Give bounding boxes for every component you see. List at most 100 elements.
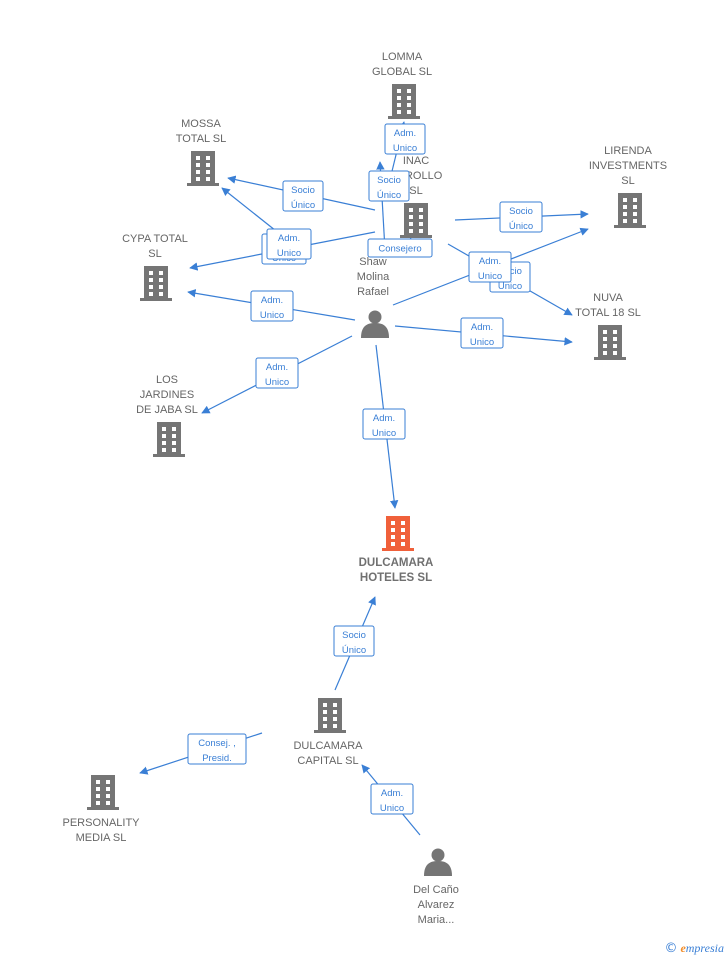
edge-label-e13[interactable]: Adm. Unico — [362, 408, 406, 440]
empresia-brand[interactable]: © empresia — [664, 941, 724, 956]
edge-label-box — [367, 238, 433, 258]
node-label: LOMMA — [382, 51, 423, 63]
edge-label-text: Unico — [265, 377, 289, 388]
edge-label-e16[interactable]: Adm.Unico — [370, 783, 414, 815]
node-personality[interactable]: PERSONALITY MEDIA SL — [62, 775, 140, 844]
edge-label-e5[interactable]: Adm.Unico — [266, 228, 312, 260]
edge-label-box — [255, 357, 299, 389]
main-building-icon — [382, 516, 414, 551]
edge-label-box — [460, 317, 504, 349]
edge-label-text: Unico — [380, 803, 404, 814]
node-label: GLOBAL SL — [372, 66, 432, 78]
edge-label-box — [362, 408, 406, 440]
node-mossa[interactable]: MOSSA TOTAL SL — [176, 118, 227, 186]
node-label: INVESTMENTS — [589, 160, 667, 172]
building-icon — [594, 325, 626, 360]
edge-label-box — [187, 733, 247, 765]
brand-initial: e — [680, 941, 686, 955]
node-label: DE JABA SL — [136, 404, 198, 416]
node-label: DULCAMARA — [293, 740, 363, 752]
building-icon — [614, 193, 646, 228]
edge-label-box — [370, 783, 414, 815]
node-delcano[interactable]: Del CañoAlvarezMaria... — [413, 848, 459, 927]
edge-label-box — [384, 123, 426, 155]
edge-label-text: Único — [342, 645, 366, 656]
edge-label-text: Socio — [342, 630, 366, 641]
edge-label-text: Adm. — [266, 362, 288, 373]
node-label: Rafael — [357, 286, 389, 298]
node-label: PERSONALITY — [62, 817, 140, 829]
edge-label-box — [499, 201, 543, 233]
edge-label-text: Unico — [478, 271, 502, 282]
edge-label-e12[interactable]: Adm. Unico — [255, 357, 299, 389]
edge-label-box — [266, 228, 312, 260]
node-lirenda[interactable]: LIRENDA INVESTMENTS SL — [589, 145, 667, 228]
node-label: NUVA — [593, 292, 623, 304]
node-label: DULCAMARA — [359, 557, 434, 569]
node-label: INAC — [403, 155, 429, 167]
node-label: Alvarez — [418, 899, 455, 911]
node-label: TOTAL SL — [176, 133, 227, 145]
edge-label-text: Unico — [470, 337, 494, 348]
node-lomma[interactable]: LOMMA GLOBAL SL — [372, 51, 432, 119]
edge-label-text: Consej. , — [198, 738, 236, 749]
building-icon — [87, 775, 119, 810]
node-label: SL — [621, 175, 634, 187]
node-dulcamara_capital[interactable]: DULCAMARA CAPITAL SL — [293, 698, 363, 767]
edge-label-text: Único — [291, 200, 315, 211]
edge-label-e15[interactable]: Consej. , Presid. — [187, 733, 247, 765]
edge-label-box — [282, 180, 324, 212]
edge-label-box — [333, 625, 375, 657]
edge-label-box — [250, 290, 294, 322]
edge-label-text: Presid. — [202, 753, 232, 764]
node-dulcamara_hoteles[interactable]: DULCAMARA HOTELES SL — [359, 516, 434, 584]
edge-label-text: Adm. — [479, 256, 501, 267]
edge-label-text: Adm. — [471, 322, 493, 333]
node-label: Molina — [357, 271, 390, 283]
node-label: SL — [148, 248, 161, 260]
edge-label-text: Adm. — [278, 233, 300, 244]
edge-label-e7[interactable]: Consejero — [367, 238, 433, 258]
building-icon — [314, 698, 346, 733]
edge-label-text: Único — [509, 221, 533, 232]
person-icon — [361, 310, 389, 338]
node-label: HOTELES SL — [360, 572, 432, 584]
edge-label-box — [468, 251, 512, 283]
copyright-icon: © — [664, 941, 678, 956]
node-label: CYPA TOTAL — [122, 233, 188, 245]
node-label: MEDIA SL — [76, 832, 127, 844]
edge-label-e9[interactable]: Adm. Unico — [468, 251, 512, 283]
edge-label-e2[interactable]: Adm. Unico — [384, 123, 426, 155]
edge-label-box — [368, 170, 410, 202]
node-label: Maria... — [418, 914, 455, 926]
edge-label-text: Unico — [393, 143, 417, 154]
node-label: MOSSA — [181, 118, 221, 130]
edge-labels-layer: SocioÚnicoAdm.UnicoSocioÚnicoAdm.UnicoAd… — [187, 123, 543, 815]
node-label: CAPITAL SL — [297, 755, 358, 767]
edge-label-text: Único — [377, 190, 401, 201]
edge-label-text: Adm. — [373, 413, 395, 424]
edge-label-text: Unico — [260, 310, 284, 321]
node-cypa[interactable]: CYPA TOTAL SL — [122, 233, 188, 301]
node-label: Del Caño — [413, 884, 459, 896]
building-icon — [400, 203, 432, 238]
edge-label-text: Consejero — [378, 244, 421, 255]
edge-label-e11[interactable]: Adm. Unico — [460, 317, 504, 349]
node-label: JARDINES — [140, 389, 194, 401]
node-label: SL — [409, 185, 422, 197]
edge-label-e10[interactable]: Adm.Unico — [250, 290, 294, 322]
edge-label-text: Unico — [372, 428, 396, 439]
node-label: LIRENDA — [604, 145, 652, 157]
building-icon — [140, 266, 172, 301]
edge-label-text: Socio — [509, 206, 533, 217]
edge-label-text: Socio — [377, 175, 401, 186]
edge-label-text: Adm. — [394, 128, 416, 139]
